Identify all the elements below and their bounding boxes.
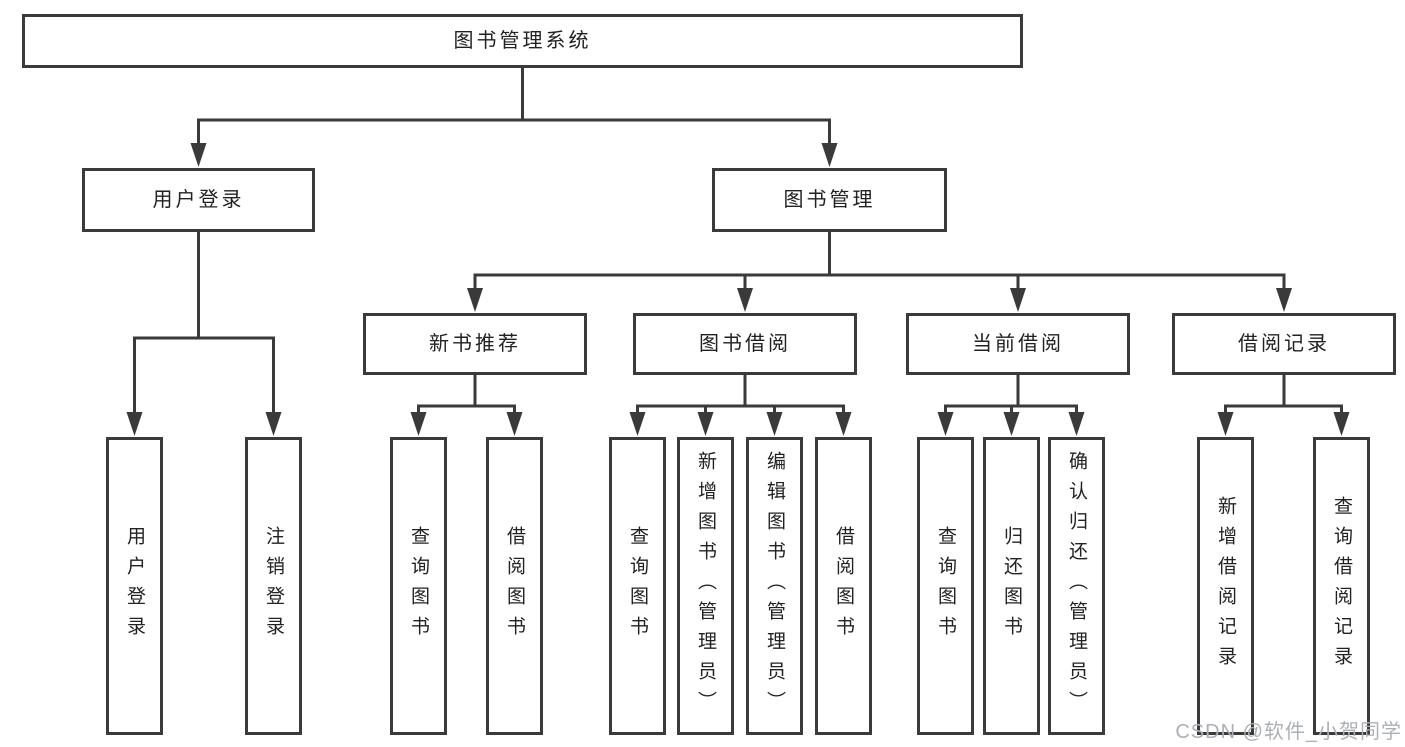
node-new-books-label: 新书推荐 xyxy=(429,333,521,355)
leaf-logout: 注销登录 xyxy=(245,437,302,735)
leaf-borrow-borrow: 借阅图书 xyxy=(815,437,872,735)
node-borrow-records: 借阅记录 xyxy=(1172,313,1396,375)
leaf-borrow-query-label: 查询图书 xyxy=(627,526,648,646)
leaf-logout-label: 注销登录 xyxy=(263,526,284,646)
leaf-user-login: 用户登录 xyxy=(106,437,163,735)
node-user-login-label: 用户登录 xyxy=(152,189,245,211)
node-current-borrow-label: 当前借阅 xyxy=(972,333,1064,355)
leaf-current-confirm-label: 确认归还（管理员） xyxy=(1066,451,1087,721)
leaf-current-return: 归还图书 xyxy=(983,437,1040,735)
leaf-newbooks-query: 查询图书 xyxy=(390,437,447,735)
node-book-management-label: 图书管理 xyxy=(783,189,876,211)
node-book-management: 图书管理 xyxy=(712,168,947,232)
leaf-current-query: 查询图书 xyxy=(917,437,974,735)
node-book-borrow-label: 图书借阅 xyxy=(699,333,791,355)
leaf-records-add-label: 新增借阅记录 xyxy=(1215,496,1236,676)
leaf-borrow-add: 新增图书（管理员） xyxy=(677,437,734,735)
arrowheads xyxy=(126,143,1350,436)
leaf-newbooks-query-label: 查询图书 xyxy=(408,526,429,646)
leaf-records-query-label: 查询借阅记录 xyxy=(1331,496,1352,676)
csdn-watermark: CSDN @软件_小贺同学 xyxy=(1175,721,1402,743)
leaf-newbooks-borrow-label: 借阅图书 xyxy=(504,526,525,646)
node-borrow-records-label: 借阅记录 xyxy=(1238,333,1330,355)
leaf-current-return-label: 归还图书 xyxy=(1001,526,1022,646)
node-root-label: 图书管理系统 xyxy=(453,30,592,52)
leaf-newbooks-borrow: 借阅图书 xyxy=(486,437,543,735)
leaf-current-confirm: 确认归还（管理员） xyxy=(1048,437,1105,735)
node-current-borrow: 当前借阅 xyxy=(906,313,1130,375)
leaf-borrow-edit: 编辑图书（管理员） xyxy=(746,437,803,735)
node-new-books: 新书推荐 xyxy=(363,313,587,375)
leaf-borrow-add-label: 新增图书（管理员） xyxy=(695,451,716,721)
node-root: 图书管理系统 xyxy=(22,14,1023,68)
leaf-records-query: 查询借阅记录 xyxy=(1313,437,1370,735)
leaf-borrow-query: 查询图书 xyxy=(609,437,666,735)
leaf-user-login-label: 用户登录 xyxy=(124,526,145,646)
leaf-current-query-label: 查询图书 xyxy=(935,526,956,646)
leaf-borrow-edit-label: 编辑图书（管理员） xyxy=(764,451,785,721)
leaf-records-add: 新增借阅记录 xyxy=(1197,437,1254,735)
leaf-borrow-borrow-label: 借阅图书 xyxy=(833,526,854,646)
node-user-login: 用户登录 xyxy=(82,168,315,232)
node-book-borrow: 图书借阅 xyxy=(633,313,857,375)
